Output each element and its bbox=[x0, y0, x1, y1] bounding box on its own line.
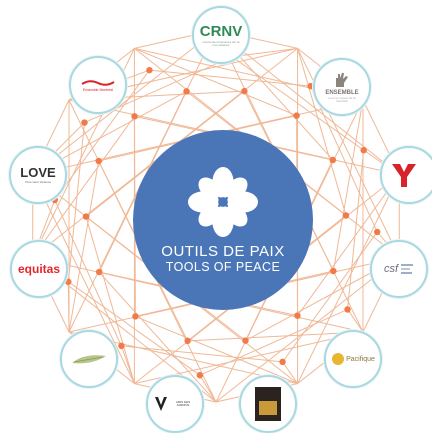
network-node bbox=[294, 312, 301, 319]
partner-love-logo[interactable]: LOVE Vivre sans Violence bbox=[9, 146, 67, 204]
network-line bbox=[120, 345, 135, 384]
network-line bbox=[134, 47, 297, 117]
network-line bbox=[282, 361, 298, 384]
network-node bbox=[344, 306, 351, 313]
hand-icon bbox=[336, 72, 348, 87]
pacifique-name: Pacifique bbox=[346, 355, 375, 363]
partner-vertigo-leaf-logo[interactable] bbox=[60, 330, 118, 388]
csf-name: csf bbox=[383, 262, 399, 275]
network-node bbox=[329, 156, 337, 164]
network-line bbox=[149, 69, 311, 87]
amis-name: AMIS DES JARDINS bbox=[175, 400, 191, 407]
network-node bbox=[82, 213, 90, 220]
tools-of-peace-hub: OUTILS DE PAIX TOOLS OF PEACE bbox=[133, 130, 313, 310]
network-line bbox=[68, 160, 100, 333]
partner-csf-logo[interactable]: csf bbox=[370, 240, 428, 298]
network-node bbox=[81, 119, 88, 126]
partner-amis-logo[interactable]: AMIS DES JARDINS bbox=[146, 375, 204, 433]
network-line bbox=[54, 69, 150, 201]
network-line bbox=[68, 281, 201, 376]
network-line bbox=[121, 345, 283, 363]
equitas-name: equitas bbox=[17, 262, 60, 276]
network-line bbox=[199, 308, 348, 376]
network-line bbox=[32, 29, 217, 176]
network-node bbox=[360, 147, 367, 154]
partner-vertigo-logo[interactable] bbox=[239, 375, 297, 433]
network-line bbox=[347, 150, 365, 310]
network-line bbox=[297, 174, 400, 384]
network-node bbox=[330, 267, 337, 275]
network-node bbox=[132, 313, 139, 320]
crnv-tagline: Centre de ressources sur la non-violence bbox=[202, 39, 240, 47]
network-line bbox=[297, 174, 400, 317]
partner-crnv-logo[interactable]: CRNV Centre de ressources sur la non-vio… bbox=[192, 6, 250, 64]
csf-mark-icon bbox=[401, 264, 414, 274]
network-line bbox=[215, 256, 400, 403]
network-node bbox=[146, 66, 153, 74]
ensemble-tagline: pour le respect de la diversité bbox=[328, 95, 356, 103]
ensemble-name: ENSEMBLE bbox=[325, 89, 359, 96]
network-line bbox=[297, 48, 347, 216]
leaf-icon bbox=[72, 355, 106, 364]
partner-equitas-logo[interactable]: equitas bbox=[10, 240, 68, 298]
vertigo-poster-art bbox=[259, 401, 277, 415]
love-name: LOVE bbox=[20, 165, 56, 180]
network-line bbox=[32, 115, 135, 258]
network-node bbox=[131, 113, 138, 120]
vertigo-poster bbox=[255, 387, 281, 421]
network-node bbox=[118, 342, 125, 350]
network-line bbox=[215, 29, 400, 176]
network-line bbox=[67, 122, 85, 282]
network-node bbox=[65, 278, 72, 285]
network-node bbox=[279, 358, 286, 366]
love-tagline: Vivre sans Violence bbox=[24, 180, 52, 184]
network-line bbox=[332, 99, 364, 272]
network-line bbox=[85, 216, 135, 384]
network-node bbox=[307, 82, 314, 90]
network-line bbox=[282, 231, 378, 363]
crnv-name: CRNV bbox=[199, 22, 243, 40]
partner-montreal-logo[interactable]: Ensemble Montréal bbox=[69, 56, 127, 114]
network-line bbox=[67, 281, 70, 332]
hub-subtitle: TOOLS OF PEACE bbox=[165, 260, 281, 275]
network-node bbox=[183, 88, 190, 95]
network-line bbox=[187, 331, 364, 342]
network-line bbox=[134, 331, 364, 385]
network-node bbox=[242, 337, 249, 344]
network-line bbox=[231, 56, 364, 151]
hub-title: OUTILS DE PAIX bbox=[161, 243, 285, 261]
ymca-y-icon bbox=[392, 164, 416, 187]
network-line bbox=[135, 315, 298, 385]
flower-logo-icon bbox=[187, 167, 259, 238]
network-node bbox=[95, 268, 103, 276]
network-node bbox=[184, 337, 191, 345]
montreal-name: Ensemble Montréal bbox=[82, 87, 114, 92]
network-line bbox=[310, 85, 378, 233]
partner-ymca-logo[interactable] bbox=[380, 146, 432, 204]
v-emblem-icon bbox=[155, 397, 167, 411]
network-node bbox=[342, 212, 350, 219]
network-line bbox=[199, 374, 217, 403]
network-node bbox=[241, 87, 248, 95]
network-line bbox=[347, 309, 364, 333]
network-line bbox=[32, 174, 135, 384]
network-line bbox=[232, 47, 298, 58]
partner-pacifique-logo[interactable]: Pacifique bbox=[324, 330, 382, 388]
partner-ensemble-logo[interactable]: ENSEMBLE pour le respect de la diversité bbox=[313, 58, 371, 116]
network-line bbox=[98, 271, 217, 403]
network-node bbox=[196, 372, 204, 379]
red-wave-icon bbox=[81, 80, 115, 86]
network-node bbox=[95, 157, 102, 165]
network-line bbox=[54, 199, 122, 347]
network-node bbox=[373, 228, 381, 236]
sun-icon bbox=[332, 353, 345, 365]
network-node bbox=[293, 112, 300, 119]
